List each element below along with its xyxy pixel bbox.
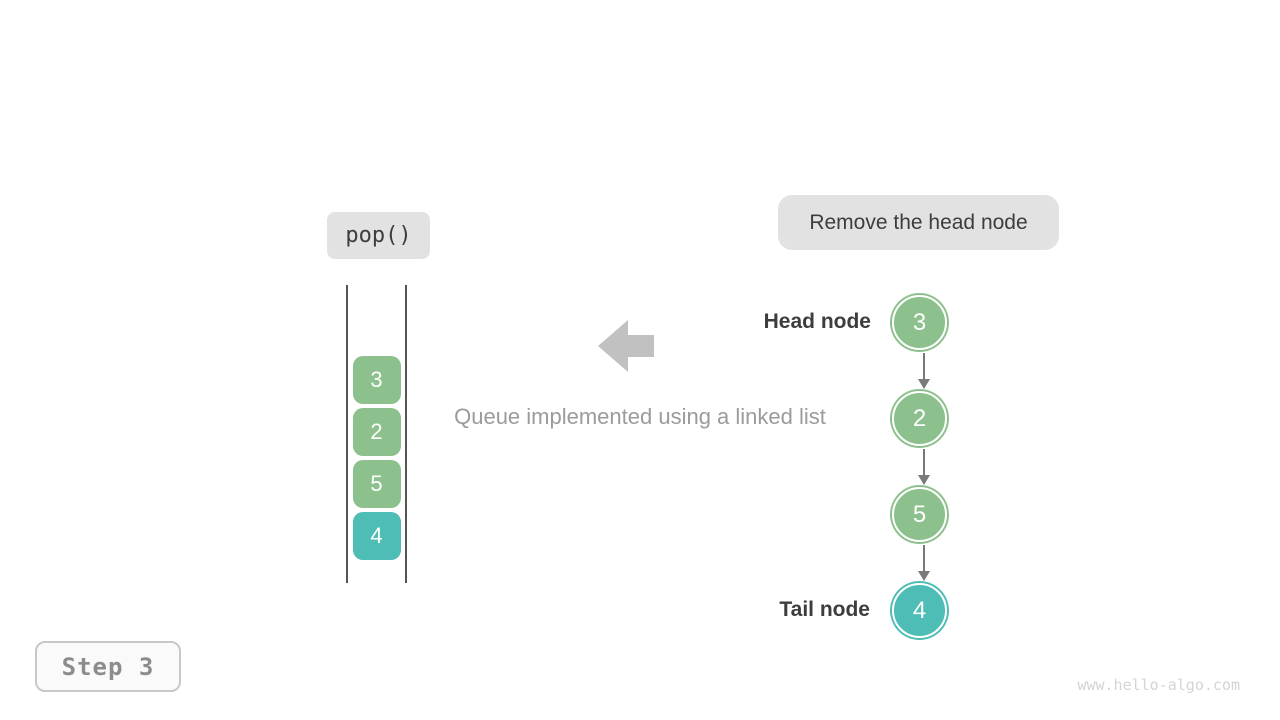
queue-container: 3 2 5 4 [346, 285, 407, 583]
queue-item: 3 [352, 356, 401, 404]
connector-shaft [922, 353, 926, 379]
linked-list-node: 5 [890, 485, 949, 544]
operation-label-box: pop() [327, 212, 430, 259]
caption: Queue implemented using a linked list [454, 404, 826, 429]
tail-node-label: Tail node [779, 598, 870, 621]
left-arrow-icon [598, 320, 654, 372]
queue-item: 4 [352, 512, 401, 560]
queue-item: 5 [352, 460, 401, 508]
linked-list-node: 3 [890, 293, 949, 352]
arrow-down-connector [918, 449, 930, 485]
arrow-down-connector [918, 545, 930, 581]
head-node-label: Head node [763, 310, 871, 333]
annotation-label-box: Remove the head node [778, 195, 1059, 250]
connector-shaft [922, 449, 926, 475]
queue-item: 2 [352, 408, 401, 456]
watermark: www.hello-algo.com [1077, 676, 1240, 694]
arrowhead-icon [918, 475, 930, 485]
arrowhead-icon [918, 379, 930, 389]
step-badge: Step 3 [35, 641, 181, 692]
connector-shaft [922, 545, 926, 571]
operation-label: pop() [345, 223, 412, 248]
step-label: Step 3 [61, 652, 155, 681]
arrow-down-connector [918, 353, 930, 389]
linked-list-node: 2 [890, 389, 949, 448]
annotation-label: Remove the head node [809, 210, 1028, 234]
linked-list-node: 4 [890, 581, 949, 640]
arrowhead-icon [918, 571, 930, 581]
